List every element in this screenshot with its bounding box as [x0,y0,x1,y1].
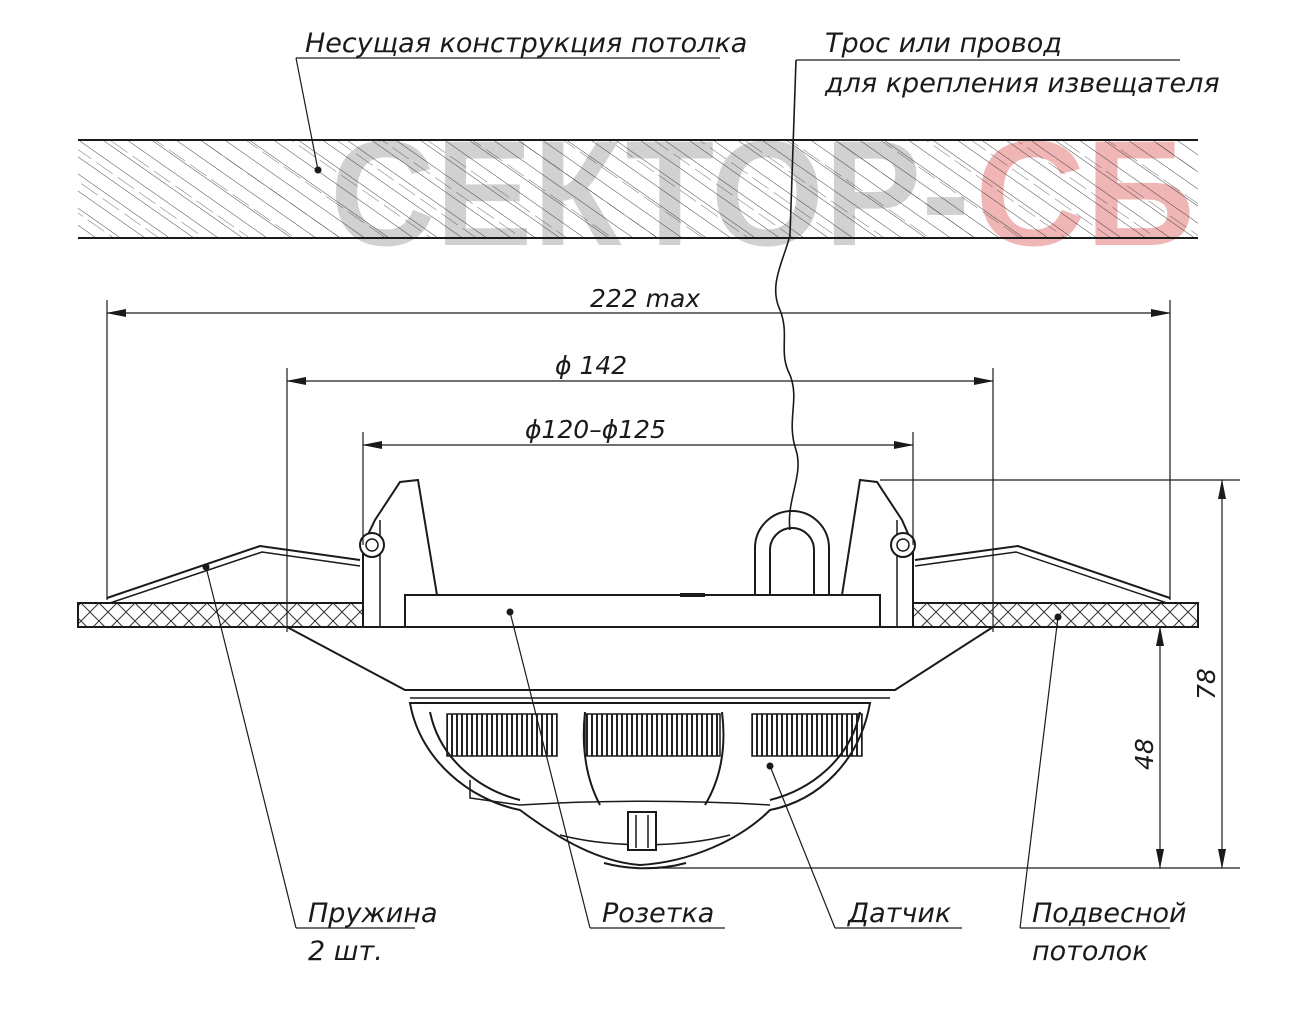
leader-spring: Пружина 2 шт. [202,563,438,967]
leader-suspended-ceiling: Подвесной потолок [1019,613,1187,967]
label-cable-line2: для крепления извещателя [824,68,1220,99]
dimension-flange-diameter: ϕ 142 [286,351,994,632]
label-cable-line1: Трос или провод [825,28,1062,59]
leader-socket: Розетка [506,608,725,929]
dimension-height-total: 78 [645,479,1240,869]
label-false-ceiling-line1: Подвесной [1032,898,1187,929]
suspension-cable [774,59,799,531]
dimension-cutout-diameter: ϕ120–ϕ125 [362,415,914,545]
label-sensor: Датчик [847,898,952,929]
label-false-ceiling-line2: потолок [1032,936,1149,967]
dimension-height-below-ceiling-label: 48 [1130,738,1159,770]
left-clip [359,478,438,627]
dimension-height-below-ceiling: 48 [1130,626,1164,869]
dimension-overall-width: 222 max [106,284,1171,600]
leader-ceiling-structure: Несущая конструкция потолка [295,28,747,174]
dimension-overall-width-label: 222 max [590,284,700,313]
detector-flange [286,626,997,699]
dimension-height-total-label: 78 [1192,668,1221,700]
spring-right [914,544,1171,604]
spring-left [106,544,361,604]
label-spring-line2: 2 шт. [308,936,383,967]
dimension-flange-diameter-label: ϕ 142 [555,351,627,380]
leader-sensor: Датчик [766,762,962,929]
ceiling-slab [78,139,1198,239]
mounting-loop [754,510,830,597]
label-socket: Розетка [602,898,714,929]
socket-body [404,593,881,628]
label-ceiling-structure: Несущая конструкция потолка [305,28,747,59]
label-spring-line1: Пружина [308,898,438,929]
detector-dome [408,702,872,870]
right-clip [841,478,916,627]
dimension-cutout-diameter-label: ϕ120–ϕ125 [525,415,666,444]
leader-cable: Трос или провод для крепления извещателя [796,28,1220,99]
